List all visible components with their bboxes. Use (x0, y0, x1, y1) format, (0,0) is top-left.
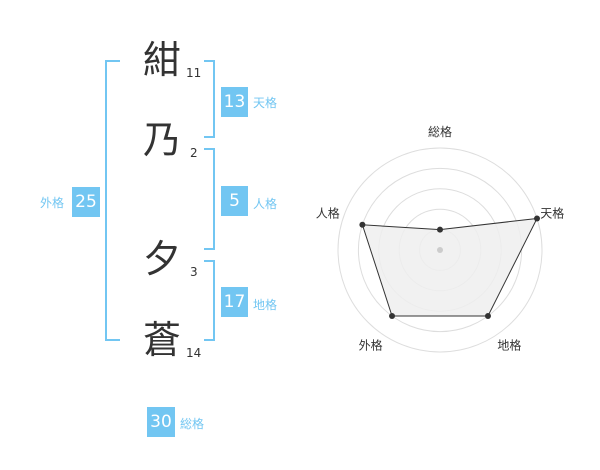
radar-axis-label-4: 外格 (359, 337, 383, 352)
stroke-count-1: 11 (186, 66, 202, 80)
tenkaku-value-badge: 13 (221, 87, 248, 117)
gaikaku-label: 外格 (40, 196, 65, 210)
radar-center-dot (437, 247, 443, 253)
stroke-count-3: 3 (190, 265, 198, 279)
radar-axis-label-5: 人格 (316, 206, 340, 221)
jinkaku-label: 人格 (253, 197, 278, 211)
radar-point-3 (484, 313, 491, 320)
radar-points (359, 215, 541, 320)
name-char-2: 乃 (142, 118, 181, 162)
stroke-count-4: 14 (186, 346, 202, 360)
radar-polygon (361, 217, 538, 317)
jinkaku-value-badge: 5 (221, 186, 248, 216)
soukaku-label: 総格 (180, 417, 205, 431)
stroke-count-2: 2 (190, 146, 198, 160)
chikaku-label: 地格 (253, 298, 278, 312)
chikaku-value-badge: 17 (221, 287, 248, 317)
radar-grid-ring (337, 147, 543, 353)
gaikaku-value-badge: 25 (72, 187, 100, 217)
soukaku-value-badge: 30 (147, 407, 175, 437)
radar-point-4 (389, 313, 396, 320)
radar-axis-label-3: 地格 (497, 337, 521, 352)
radar-point-5 (359, 221, 366, 228)
tenkaku-label: 天格 (253, 96, 278, 110)
name-char-3: 夕 (142, 237, 181, 281)
radar-point-1 (437, 226, 443, 233)
name-char-4: 蒼 (142, 318, 181, 362)
radar-axis-label-1: 総格 (428, 124, 452, 139)
name-char-1: 紺 (142, 38, 181, 82)
radar-point-2 (534, 215, 541, 222)
radar-axis-label-2: 天格 (540, 206, 564, 221)
